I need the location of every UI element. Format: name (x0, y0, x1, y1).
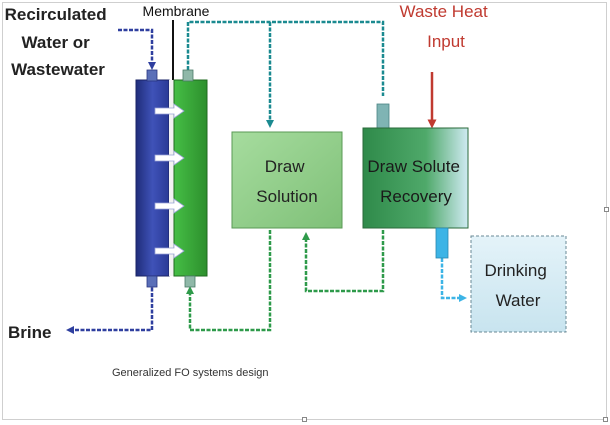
resize-handle-right[interactable] (604, 207, 609, 212)
product-water-line (440, 258, 467, 302)
flow-arrow-4 (154, 243, 185, 259)
brine-outlet-line (66, 282, 154, 334)
waste-heat-line-2: Input (427, 32, 465, 51)
figure-caption: Generalized FO systems design (112, 367, 269, 379)
drinking-water-line-1: Drinking (484, 261, 546, 280)
input-water-line-3: Wastewater (11, 60, 105, 79)
permeate-flow-arrows (154, 103, 185, 259)
recovery-product-nozzle (435, 227, 449, 259)
diluted-draw-line (186, 20, 385, 96)
resize-handle-bottom[interactable] (302, 417, 307, 422)
recovery-inlet-nozzle (376, 103, 390, 129)
draw-solution-box (231, 131, 343, 229)
flow-arrow-2 (154, 150, 185, 166)
waste-heat-line-1: Waste Heat (400, 2, 488, 21)
drinking-water-box (470, 235, 567, 333)
feed-inlet-nozzle (146, 69, 158, 82)
draw-to-membrane-line (186, 230, 272, 332)
draw-solution-line-2: Solution (256, 187, 317, 206)
brine-outlet-nozzle (146, 275, 158, 288)
drinking-water-line-2: Water (496, 291, 541, 310)
recovery-line-1: Draw Solute (367, 157, 460, 176)
draw-solute-recovery-box (362, 127, 469, 229)
input-water-line-1: Recirculated (5, 5, 107, 24)
feed-inlet-line (118, 28, 156, 70)
draw-outlet-nozzle (182, 69, 194, 82)
draw-solute-recovery-label: Draw Solute Recovery (367, 157, 464, 206)
membrane-sheet (169, 80, 174, 276)
draw-solution-line-1: Draw (265, 157, 305, 176)
brine-label: Brine (8, 323, 51, 342)
recovery-line-2: Recovery (380, 187, 452, 206)
membrane-label: Membrane (143, 3, 210, 19)
draw-solution-label: Draw Solution (256, 157, 317, 206)
input-water-line-2: Water or (21, 33, 90, 52)
resize-handle-bottom-right[interactable] (603, 417, 608, 422)
input-water-label: Recirculated Water or Wastewater (5, 5, 112, 79)
drinking-water-label: Drinking Water (484, 261, 551, 310)
concentrated-draw-return-line (302, 230, 385, 293)
waste-heat-label: Waste Heat Input (400, 2, 493, 51)
flow-arrow-3 (154, 198, 185, 214)
draw-inlet-nozzle (184, 275, 196, 288)
flow-arrow-1 (154, 103, 185, 119)
